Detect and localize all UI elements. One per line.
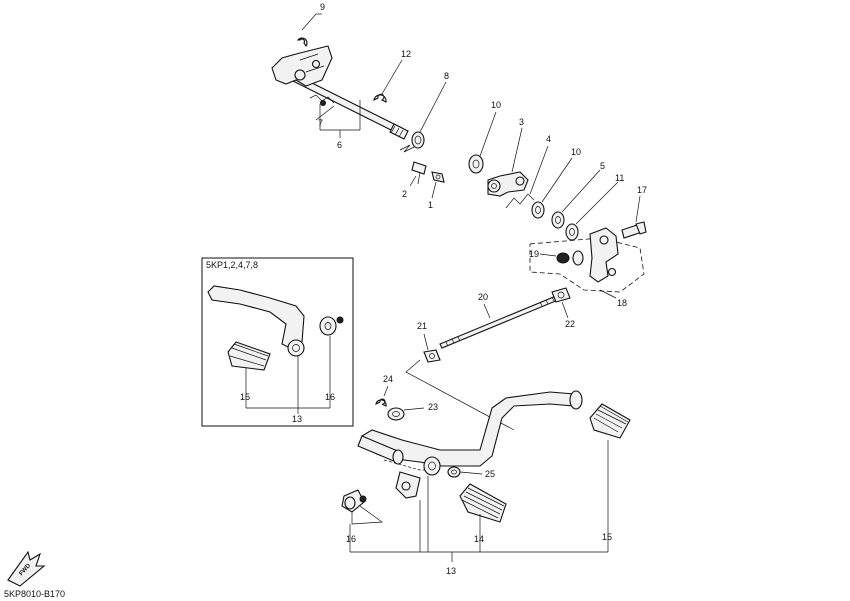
callout-17: 17 [637,185,647,195]
callout-2: 2 [402,189,407,199]
nut-22 [551,287,571,319]
callout-10-upper: 10 [491,100,501,110]
callout-14: 14 [474,534,484,544]
washer-23 [387,407,425,421]
fwd-arrow-icon: FWD [7,550,46,587]
circlip-12 [373,59,403,103]
callout-13-inset: 13 [292,414,302,424]
washer-25 [447,466,483,478]
callout-7: 7 [318,118,323,128]
shift-shaft-assembly [271,45,409,140]
spring-4 [505,145,549,209]
bracket-6-7 [315,100,361,138]
footrest-rubber-15-main [589,403,631,439]
callout-22: 22 [565,319,575,329]
nut-1 [431,171,445,199]
callout-16-inset: 16 [325,392,335,402]
callout-23: 23 [428,402,438,412]
inset-model-label: 5KP1,2,4,7,8 [206,260,258,270]
callout-1: 1 [428,200,433,210]
washer-10-upper [468,111,497,174]
callout-10-lower: 10 [571,147,581,157]
callout-labels: 9 12 8 10 3 4 10 5 11 17 7 6 2 1 19 18 2… [240,2,647,576]
callout-4: 4 [546,134,551,144]
diagram-reference-code: 5KP8010-B170 [4,589,65,599]
callout-15-inset: 15 [240,392,250,402]
callout-20: 20 [478,292,488,302]
callout-8: 8 [444,71,449,81]
footrest-rubber-14 [459,483,507,523]
washer-5 [551,169,601,229]
callout-13-main: 13 [446,566,456,576]
stopper-lever-3 [487,127,529,197]
callout-24: 24 [383,374,393,384]
circlip-9 [296,13,322,47]
callout-11: 11 [615,173,624,183]
callout-16-main: 16 [346,534,356,544]
callout-18: 18 [617,298,627,308]
callout-19: 19 [529,249,539,259]
callout-12: 12 [401,49,411,59]
callout-6: 6 [337,140,342,150]
bolt-2 [409,161,427,187]
circlip-24 [375,385,389,407]
bolt-17 [621,195,647,239]
callout-15-main: 15 [602,532,612,542]
shift-rod-20 [439,295,559,349]
oil-seal-8 [399,81,447,153]
bushing-16-main [341,489,383,525]
callout-5: 5 [600,161,605,171]
shift-pedal-main [357,390,583,499]
variant-inset [201,257,354,427]
callout-25: 25 [485,469,495,479]
washer-11 [565,181,619,241]
callout-3: 3 [519,117,524,127]
bracket-13-main [349,440,609,562]
washer-10-lower [531,157,573,219]
joint-assembly-18-19 [529,227,645,299]
callout-9: 9 [320,2,325,12]
callout-21: 21 [417,321,427,331]
nut-21 [423,333,441,363]
